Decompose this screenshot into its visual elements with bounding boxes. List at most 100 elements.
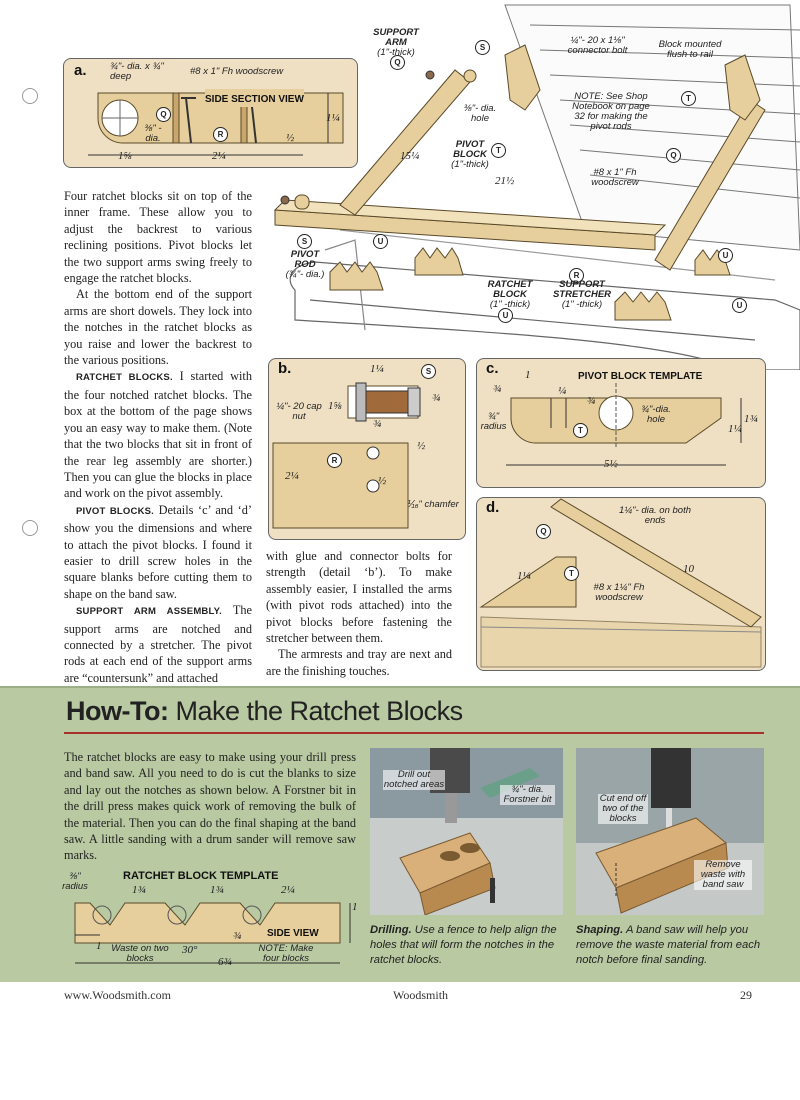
detail-b-drawing <box>272 382 421 529</box>
howto-text: The ratchet blocks are easy to make usin… <box>64 750 356 863</box>
footer-magazine: Woodsmith <box>393 988 449 1002</box>
detail-b-letter: b. <box>278 360 292 377</box>
badge-u: U <box>732 298 747 313</box>
dim-1: 1 <box>96 940 102 952</box>
dia-deep-label: ¾"- dia. x ¾" deep <box>110 61 164 82</box>
hole-label: ¾"-dia. hole <box>641 404 671 425</box>
footer-url: www.Woodsmith.com <box>64 988 171 1002</box>
dim-2-1-4: 2¼ <box>281 884 295 896</box>
dim-1-4: ¼ <box>558 385 567 397</box>
badge-r: R <box>213 127 228 142</box>
binder-hole <box>22 520 38 536</box>
pivot-rod-label: PIVOT ROD(¾"- dia.) <box>285 249 325 280</box>
dim-1-2: ½ <box>378 475 387 487</box>
dim-1-1-4: 1¼ <box>326 112 340 124</box>
side-view-label: SIDE VIEW <box>267 923 319 941</box>
dim-1-2: ½ <box>417 440 426 452</box>
pivot-block-label: PIVOT BLOCK(1"-thick) <box>451 139 489 170</box>
angle-30: 30° <box>182 944 198 956</box>
dim-3-4: ¾ <box>493 383 502 395</box>
detail-d-drawing <box>479 498 762 668</box>
paragraph: SUPPORT ARM ASSEMBLY. The support arms a… <box>64 603 252 685</box>
woodscrew-label: #8 x 1" Fh woodscrew <box>591 167 639 188</box>
dim-5-1-2: 5½ <box>604 458 618 470</box>
dim-3-4: ¾ <box>587 395 596 407</box>
forstner-label: ¾"- dia. Forstner bit <box>500 785 555 805</box>
dim-1-3-4: 1¾ <box>210 884 224 896</box>
connector-bolt-label: ¼"- 20 x 1⅛" connector bolt <box>567 35 628 56</box>
badge-q: Q <box>156 107 171 122</box>
badge-u: U <box>373 234 388 249</box>
dim-21-1-2: 21½ <box>495 175 515 187</box>
detail-c-drawing <box>506 383 742 466</box>
article-middle-column: with glue and connector bolts for streng… <box>266 548 452 679</box>
page-number: 29 <box>740 988 752 1002</box>
dim-6-3-4: 6¾ <box>218 956 232 968</box>
badge-r: R <box>569 268 584 283</box>
article-left-column: Four ratchet blocks sit on top of the in… <box>64 188 252 686</box>
dim-3-4: ¾ <box>373 418 382 430</box>
dim-15-1-4: 15¼ <box>400 150 420 162</box>
detail-a-title: SIDE SECTION VIEW <box>205 89 304 107</box>
detail-a-letter: a. <box>74 62 87 79</box>
dim-3-4: ¾ <box>233 930 242 942</box>
detail-c-title: PIVOT BLOCK TEMPLATE <box>578 371 703 382</box>
radius-label: ⅜" radius <box>62 871 88 892</box>
detail-d-letter: d. <box>486 499 500 516</box>
waste-label: Waste on two blocks <box>111 943 169 964</box>
dim-1-1-4: 1¼ <box>517 570 531 582</box>
make-four-note: NOTE: Make four blocks <box>258 943 314 964</box>
chamfer-label: ⅟₁₆" chamfer <box>406 499 459 510</box>
badge-r: R <box>327 453 342 468</box>
dia-label: ⅜" - dia. <box>144 123 162 144</box>
cut-end-label: Cut end off two of the blocks <box>598 793 648 824</box>
paragraph: The armrests and tray are next and are t… <box>266 647 452 678</box>
dim-1-1-4: 1¼ <box>728 423 742 435</box>
hole-label: ⅜"- dia. hole <box>463 103 497 124</box>
exploded-drawing <box>273 4 800 370</box>
dim-1-5-8: 1⅝ <box>118 150 132 162</box>
badge-t: T <box>491 143 506 158</box>
howto-title: How-To: Make the Ratchet Blocks <box>66 696 463 726</box>
dim-2-1-4: 2¼ <box>285 470 299 482</box>
badge-s: S <box>297 234 312 249</box>
dim-2-1-4: 2¼ <box>212 150 226 162</box>
howto-rule <box>64 732 764 734</box>
dim-1-2: ½ <box>286 132 295 144</box>
dim-1-1-4: 1¼ <box>370 363 384 375</box>
screw-label: #8 x 1" Fh woodscrew <box>190 66 284 77</box>
dim-1: 1 <box>352 901 358 913</box>
badge-t: T <box>573 423 588 438</box>
paragraph: PIVOT BLOCKS. Details ‘c’ and ‘d’ show y… <box>64 502 252 601</box>
radius-label: ¾" radius <box>480 411 507 432</box>
paragraph: RATCHET BLOCKS. I started with the four … <box>64 369 252 501</box>
paragraph: Four ratchet blocks sit on top of the in… <box>64 189 252 286</box>
paragraph: with glue and connector bolts for streng… <box>266 549 452 646</box>
drilling-caption: Drilling. Use a fence to help align the … <box>370 924 557 966</box>
shaping-caption: Shaping. A band saw will help you remove… <box>576 924 761 966</box>
note-label: NOTE: See Shop Notebook on page 32 for m… <box>572 91 650 132</box>
dim-1: 1 <box>525 369 531 381</box>
drilling-photo <box>370 748 563 915</box>
dim-3-4: ¾ <box>432 392 441 404</box>
dim-1-5-8: 1⅝ <box>328 400 342 412</box>
binder-hole <box>22 88 38 104</box>
badge-q: Q <box>536 524 551 539</box>
dim-1-3-4: 1¾ <box>744 413 758 425</box>
badge-u: U <box>718 248 733 263</box>
dim-1-3-4: 1¾ <box>132 884 146 896</box>
support-arm-label: SUPPORT ARM(1"-thick) <box>373 27 419 58</box>
screw-label: #8 x 1¼" Fh woodscrew <box>593 582 645 603</box>
ratchet-block-label: RATCHET BLOCK(1" -thick) <box>487 279 533 310</box>
badge-u: U <box>498 308 513 323</box>
badge-q: Q <box>390 55 405 70</box>
drill-label: Drill out notched areas <box>383 769 445 790</box>
paragraph: At the bottom end of the support arms ar… <box>64 287 252 368</box>
cap-nut-label: ¼"- 20 cap nut <box>276 401 322 422</box>
badge-t: T <box>564 566 579 581</box>
dia-label: 1¼"- dia. on both ends <box>618 505 692 526</box>
detail-a-drawing <box>88 92 344 156</box>
ratchet-template-title: RATCHET BLOCK TEMPLATE <box>123 870 279 882</box>
remove-waste-label: Remove waste with band saw <box>694 860 752 890</box>
badge-t: T <box>681 91 696 106</box>
